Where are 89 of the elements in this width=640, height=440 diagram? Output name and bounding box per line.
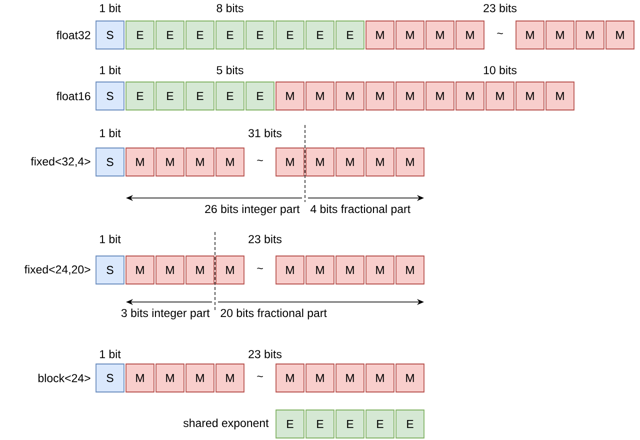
part-label: 3 bits integer part	[121, 308, 210, 320]
mantissa-bit-cell: M	[216, 256, 244, 284]
mantissa-bit-cell: M	[486, 82, 514, 110]
exponent-bit-cell: E	[246, 82, 274, 110]
mantissa-bit-cell: M	[126, 364, 154, 392]
bit-count: 5 bits	[216, 66, 244, 74]
exponent-bit-cell: E	[186, 82, 214, 110]
mantissa-bit-cell: M	[366, 364, 394, 392]
exponent-bit-cell: E	[336, 410, 364, 438]
exponent-bit-cell: E	[366, 410, 394, 438]
exponent-bit-cell: E	[216, 82, 244, 110]
mantissa-bit-cell: M	[126, 256, 154, 284]
exponent-bit-cell: E	[306, 410, 334, 438]
mantissa-bit-cell: M	[576, 20, 604, 50]
ellipsis: ~	[257, 268, 263, 270]
mantissa-bit-cell: M	[216, 148, 244, 176]
exponent-bit-cell: E	[306, 20, 334, 50]
bit-count: 8 bits	[216, 4, 244, 12]
mantissa-bit-cell: M	[606, 20, 634, 50]
exponent-bit-cell: E	[276, 20, 304, 50]
mantissa-bit-cell: M	[276, 364, 304, 392]
bit-count: 1 bit	[100, 350, 121, 358]
mantissa-bit-cell: M	[546, 82, 574, 110]
exponent-bit-cell: E	[396, 410, 424, 438]
mantissa-bit-cell: M	[396, 364, 424, 392]
mantissa-bit-cell: M	[156, 364, 184, 392]
part-label: 20 bits fractional part	[220, 308, 327, 320]
mantissa-bit-cell: M	[366, 20, 394, 50]
exponent-bit-cell: E	[336, 20, 364, 50]
ellipsis: ~	[257, 160, 263, 162]
mantissa-bit-cell: M	[156, 256, 184, 284]
mantissa-bit-cell: M	[426, 82, 454, 110]
mantissa-bit-cell: M	[276, 148, 304, 176]
mantissa-bit-cell: M	[366, 82, 394, 110]
mantissa-bit-cell: M	[306, 82, 334, 110]
bit-count: 1 bit	[100, 66, 121, 74]
part-label: 26 bits integer part	[205, 204, 300, 216]
bit-count: 23 bits	[248, 234, 282, 244]
mantissa-bit-cell: M	[336, 82, 364, 110]
exponent-bit-cell: E	[126, 82, 154, 110]
mantissa-bit-cell: M	[516, 20, 544, 50]
mantissa-bit-cell: M	[186, 364, 214, 392]
sign-bit-cell: S	[96, 82, 124, 110]
bit-count: 23 bits	[248, 350, 282, 358]
bit-count: 10 bits	[484, 66, 516, 74]
ellipsis: ~	[497, 32, 503, 34]
mantissa-bit-cell: M	[216, 364, 244, 392]
mantissa-bit-cell: M	[156, 148, 184, 176]
mantissa-bit-cell: M	[186, 256, 214, 284]
exponent-bit-cell: E	[156, 82, 184, 110]
mantissa-bit-cell: M	[366, 256, 394, 284]
sign-bit-cell: S	[96, 364, 124, 392]
mantissa-bit-cell: M	[396, 256, 424, 284]
sign-bit-cell: S	[96, 148, 124, 176]
mantissa-bit-cell: M	[546, 20, 574, 50]
mantissa-bit-cell: M	[426, 20, 454, 50]
part-label: 4 bits fractional part	[310, 204, 410, 216]
mantissa-bit-cell: M	[126, 148, 154, 176]
exponent-bit-cell: E	[216, 20, 244, 50]
mantissa-bit-cell: M	[276, 82, 304, 110]
exponent-bit-cell: E	[276, 410, 304, 438]
mantissa-bit-cell: M	[366, 148, 394, 176]
sign-bit-cell: S	[96, 20, 124, 50]
mantissa-bit-cell: M	[516, 82, 544, 110]
exponent-bit-cell: E	[186, 20, 214, 50]
sign-bit-cell: S	[96, 256, 124, 284]
exponent-bit-cell: E	[126, 20, 154, 50]
mantissa-bit-cell: M	[336, 256, 364, 284]
bit-count: 1 bit	[100, 4, 121, 12]
bit-count: 1 bit	[100, 128, 121, 138]
mantissa-bit-cell: M	[276, 256, 304, 284]
ellipsis: ~	[257, 376, 263, 378]
mantissa-bit-cell: M	[306, 256, 334, 284]
mantissa-bit-cell: M	[396, 82, 424, 110]
mantissa-bit-cell: M	[456, 20, 484, 50]
mantissa-bit-cell: M	[336, 148, 364, 176]
bit-count: 31 bits	[248, 128, 282, 138]
mantissa-bit-cell: M	[306, 364, 334, 392]
exponent-bit-cell: E	[246, 20, 274, 50]
mantissa-bit-cell: M	[396, 148, 424, 176]
bit-count: 23 bits	[484, 4, 516, 12]
bit-count: 1 bit	[100, 234, 121, 244]
mantissa-bit-cell: M	[336, 364, 364, 392]
mantissa-bit-cell: M	[306, 148, 334, 176]
exponent-bit-cell: E	[156, 20, 184, 50]
mantissa-bit-cell: M	[456, 82, 484, 110]
field-label: shared exponent	[183, 418, 269, 430]
mantissa-bit-cell: M	[396, 20, 424, 50]
mantissa-bit-cell: M	[186, 148, 214, 176]
